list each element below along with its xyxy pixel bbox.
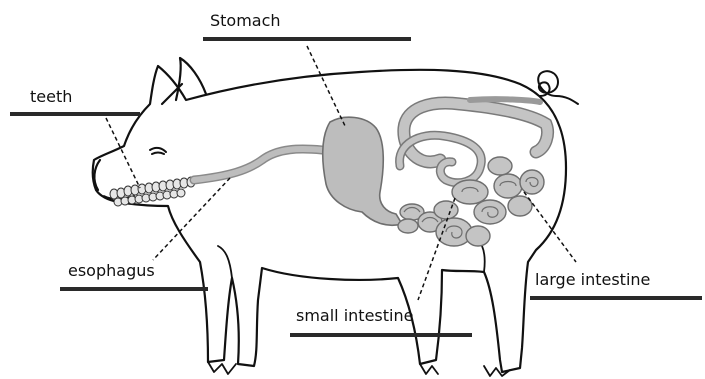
label-esophagus-bar <box>60 287 208 291</box>
pig-ear-front <box>162 84 182 104</box>
teeth-row <box>110 177 195 206</box>
label-teeth: teeth <box>10 87 140 116</box>
label-small-intestine-bar <box>290 333 472 337</box>
pig-tail <box>538 71 578 104</box>
pig-snout <box>94 160 100 190</box>
label-large-intestine-text: large intestine <box>535 270 650 289</box>
label-esophagus-text: esophagus <box>68 261 155 280</box>
label-large-intestine: large intestine <box>530 270 702 300</box>
leader-stomach <box>307 46 346 128</box>
label-stomach: Stomach <box>203 11 411 41</box>
label-esophagus: esophagus <box>60 261 208 291</box>
pig-ear-back <box>176 58 206 100</box>
pig-eye <box>150 148 166 154</box>
pig-hoof <box>208 362 236 374</box>
label-stomach-text: Stomach <box>210 11 281 30</box>
label-small-intestine-text: small intestine <box>296 306 413 325</box>
stomach-organ <box>323 117 402 225</box>
small-intestine-coils <box>398 157 544 246</box>
label-teeth-text: teeth <box>30 87 72 106</box>
pig-hoof <box>420 364 438 374</box>
label-teeth-bar <box>10 112 140 116</box>
label-small-intestine: small intestine <box>290 306 472 337</box>
pig-leg-line <box>218 246 232 278</box>
label-large-intestine-bar <box>530 296 702 300</box>
label-stomach-bar <box>203 37 411 41</box>
